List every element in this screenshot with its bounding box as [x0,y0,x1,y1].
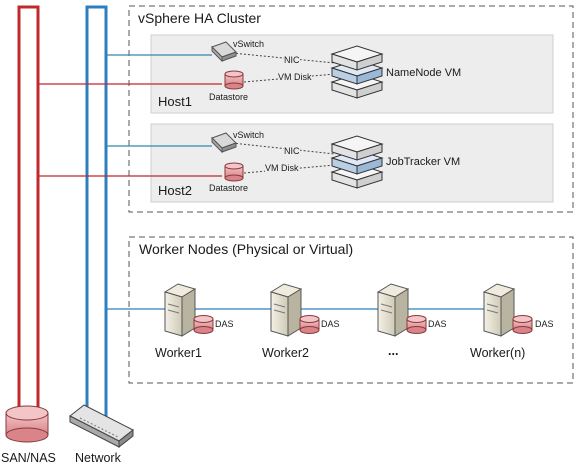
disk-icon [193,315,214,334]
host2-vmdisk-label: VM Disk [265,163,299,173]
worker2-label: Worker2 [262,346,310,360]
workern-das-label: DAS [535,319,554,329]
disk-icon [406,315,427,334]
workern-label: Worker(n) [470,346,526,360]
server-icon [269,283,303,337]
worker3-das-label: DAS [428,319,447,329]
server-icon [163,283,197,337]
disk-icon [299,315,320,334]
san-line [17,5,40,414]
jobtracker-vm-label: JobTracker VM [386,156,461,168]
host2-nic-label: NIC [284,146,300,156]
vm-stack-icon [330,45,384,99]
switch-icon [211,132,237,154]
server-icon [376,283,410,337]
network-line [85,5,108,419]
san-nas-label: SAN/NAS [1,451,56,465]
disk-icon [224,70,244,90]
worker2-das-label: DAS [321,319,340,329]
host2-label: Host2 [158,183,192,198]
vm-stack-icon [330,135,384,189]
host1-vmdisk-label: VM Disk [278,72,312,82]
network-label: Network [75,451,121,465]
server-icon [482,283,516,337]
san-disk-icon [5,405,49,443]
host2-vswitch-label: vSwitch [233,130,265,140]
worker1-label: Worker1 [155,346,203,360]
host1-nic-label: NIC [284,55,300,65]
ha-cluster-title: vSphere HA Cluster [138,10,261,26]
namenode-vm-label: NameNode VM [386,67,462,79]
ha-cluster-box [128,5,574,213]
host1-datastore-label: Datastore [209,92,249,102]
disk-icon [224,162,244,182]
switch-icon [211,41,237,63]
host1-label: Host1 [158,94,192,109]
worker-nodes-title: Worker Nodes (Physical or Virtual) [139,241,354,257]
worker1-das-label: DAS [215,319,234,329]
host2-datastore-label: Datastore [209,183,249,193]
host1-vswitch-label: vSwitch [233,39,265,49]
worker-ellipsis-label: ... [388,344,399,358]
disk-icon [512,315,533,334]
network-switch-icon [69,404,134,449]
worker-nodes-box [128,236,574,384]
